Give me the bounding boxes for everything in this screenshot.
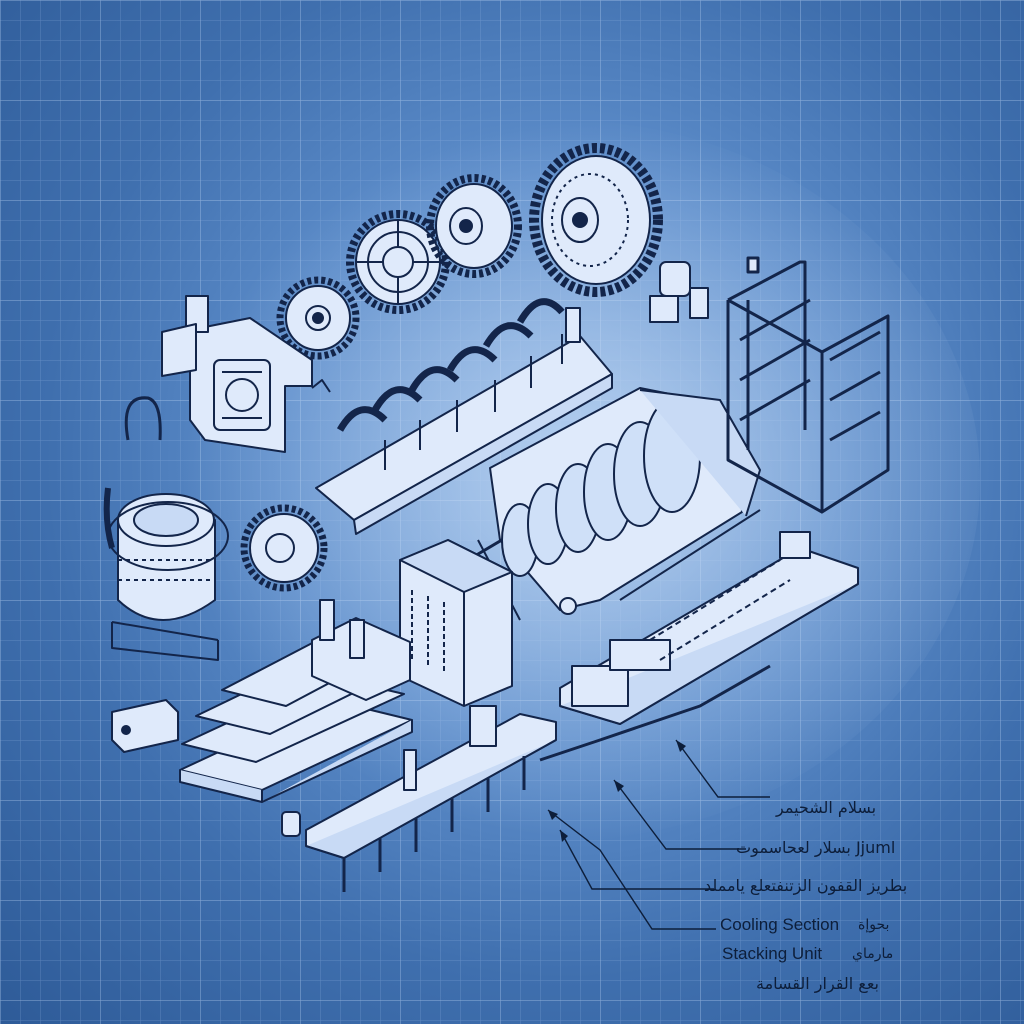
leader-arrowheads: [548, 740, 686, 842]
gear-large: [529, 143, 663, 297]
label-cooling-section-arabic: بحوإة: [858, 917, 890, 933]
label-3: بطريز القفون الزتنفتعلع يامملد: [704, 876, 908, 895]
label-stacking-unit-arabic: مارماي: [852, 946, 894, 962]
label-6: بعع القرار القسامة: [756, 974, 879, 993]
cable-line: [539, 664, 771, 762]
gear-medium: [426, 174, 522, 278]
leader-lines: [547, 739, 770, 930]
label-stacking-unit: Stacking Unit: [722, 944, 823, 963]
furnace-tank: [103, 396, 229, 661]
electrical-cabinet: [399, 539, 513, 707]
gear-spoked: [346, 210, 450, 314]
stacker-frame: [726, 256, 890, 514]
stacking-conveyor: [281, 705, 557, 892]
cooling-conveyor: [559, 531, 859, 725]
gear-furnace: [240, 504, 328, 592]
extruder-screw: [467, 387, 761, 621]
motor-unit: [649, 261, 709, 323]
clamp-unit: [311, 599, 411, 701]
label-2: بسلار لعحاسموت Jjuml: [736, 838, 896, 857]
gear-small: [276, 276, 360, 360]
die-rail: [315, 298, 613, 535]
small-box: [111, 699, 179, 753]
label-1: بسلام الشحيمر: [776, 798, 877, 817]
label-cooling-section: Cooling Section: [720, 915, 840, 934]
control-cabinet: [161, 295, 331, 453]
